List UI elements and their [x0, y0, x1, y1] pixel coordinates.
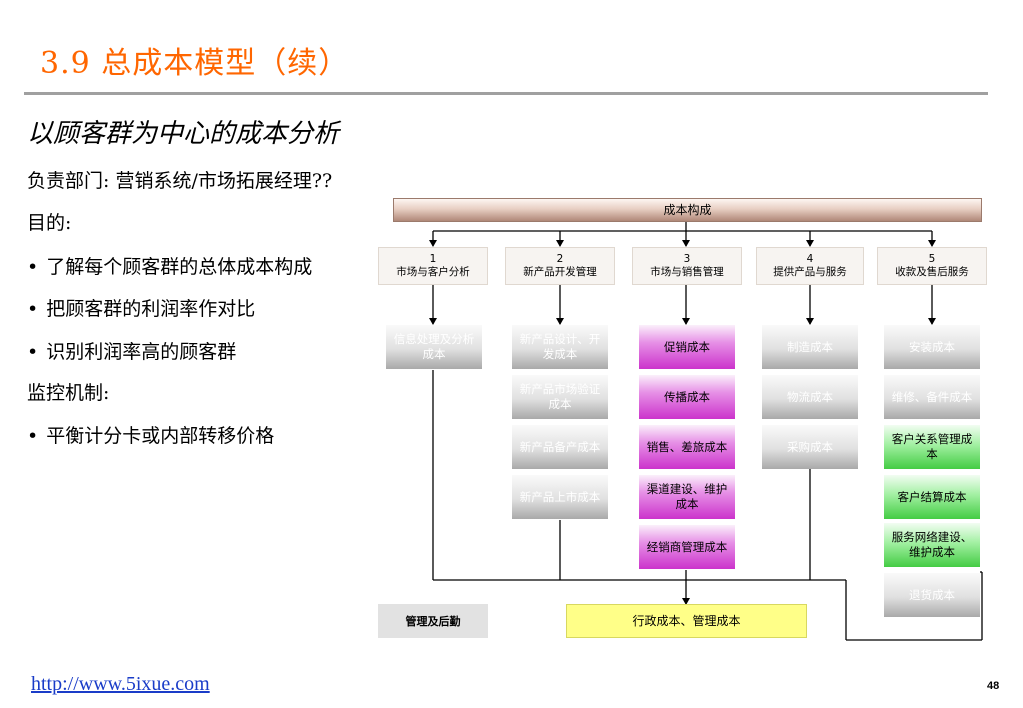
cost-box-highlighted: 客户结算成本 — [884, 475, 980, 519]
category-number: 5 — [928, 253, 936, 265]
responsible-dept: 负责部门: 营销系统/市场拓展经理?? — [27, 170, 333, 192]
arrowhead — [429, 240, 437, 247]
page-title: 3.9 总成本模型（续） — [40, 46, 350, 81]
cost-box: 采购成本 — [762, 425, 858, 469]
arrowhead — [556, 240, 564, 247]
cost-box-highlighted: 传播成本 — [639, 375, 735, 419]
purpose-item: 识别利润率高的顾客群 — [27, 337, 236, 364]
arrowhead — [682, 318, 690, 325]
arrowhead — [806, 240, 814, 247]
category-number: 3 — [683, 253, 691, 265]
cost-box-highlighted: 渠道建设、维护成本 — [639, 475, 735, 519]
purpose-item: 把顾客群的利润率作对比 — [27, 294, 255, 321]
category-label: 收款及售后服务 — [895, 266, 969, 278]
category-new-product: 2 新产品开发管理 — [505, 247, 615, 285]
cost-box: 新产品上市成本 — [512, 475, 608, 519]
arrowhead — [556, 318, 564, 325]
category-number: 2 — [556, 253, 564, 265]
cost-box-highlighted: 销售、差旅成本 — [639, 425, 735, 469]
category-number: 4 — [806, 253, 814, 265]
management-logistics-label: 管理及后勤 — [378, 604, 488, 638]
cost-box: 物流成本 — [762, 375, 858, 419]
admin-cost-box: 行政成本、管理成本 — [566, 604, 807, 638]
arrowhead — [429, 318, 437, 325]
monitor-item: 平衡计分卡或内部转移价格 — [27, 421, 274, 448]
category-label: 提供产品与服务 — [773, 266, 847, 278]
arrowhead — [928, 240, 936, 247]
cost-box-highlighted: 促销成本 — [639, 325, 735, 369]
cost-box: 维修、备件成本 — [884, 375, 980, 419]
category-label: 新产品开发管理 — [523, 266, 597, 278]
title-divider — [24, 92, 988, 95]
purpose-label: 目的: — [27, 212, 72, 234]
subtitle: 以顾客群为中心的成本分析 — [27, 119, 340, 149]
cost-box: 新产品设计、开发成本 — [512, 325, 608, 369]
cost-box: 新产品市场验证成本 — [512, 375, 608, 419]
cost-composition-root: 成本构成 — [393, 198, 982, 222]
arrowhead — [682, 598, 690, 605]
cost-box: 安装成本 — [884, 325, 980, 369]
category-label: 市场与销售管理 — [650, 266, 724, 278]
cost-box-highlighted: 经销商管理成本 — [639, 525, 735, 569]
cost-box: 退货成本 — [884, 573, 980, 617]
monitor-label: 监控机制: — [27, 382, 110, 404]
cost-box-highlighted: 服务网络建设、维护成本 — [884, 523, 980, 567]
category-number: 1 — [429, 253, 437, 265]
website-link[interactable]: http://www.5ixue.com — [31, 673, 210, 695]
cost-box: 新产品备产成本 — [512, 425, 608, 469]
cost-box-info-processing: 信息处理及分析成本 — [386, 325, 482, 369]
category-label: 市场与客户分析 — [396, 266, 470, 278]
category-collection-aftersales: 5 收款及售后服务 — [877, 247, 987, 285]
arrowhead — [682, 240, 690, 247]
category-marketing-sales: 3 市场与销售管理 — [632, 247, 742, 285]
arrowhead — [928, 318, 936, 325]
cost-box: 制造成本 — [762, 325, 858, 369]
category-market-analysis: 1 市场与客户分析 — [378, 247, 488, 285]
page-number: 48 — [987, 680, 1000, 692]
purpose-item: 了解每个顾客群的总体成本构成 — [27, 252, 312, 279]
arrowhead — [806, 318, 814, 325]
category-product-service: 4 提供产品与服务 — [756, 247, 864, 285]
cost-box-highlighted: 客户关系管理成本 — [884, 425, 980, 469]
